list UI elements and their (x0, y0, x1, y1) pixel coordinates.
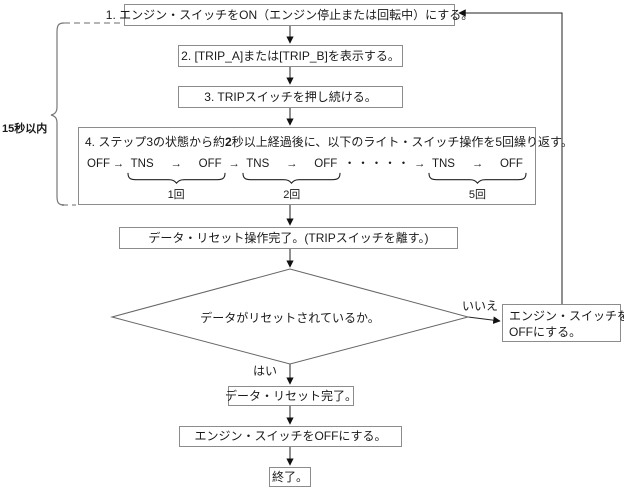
step4-title: 4. ステップ3の状態から約2秒以上経過後に、以下のライト・スイッチ操作を5回繰… (85, 133, 573, 150)
cycle-count: 2回 (283, 189, 301, 201)
step4-title-prefix: 4. ステップ3の状態から約 (85, 135, 226, 149)
switch-cycle-group-2: TNS → OFF 2回 (242, 157, 341, 202)
end-text: 終了。 (271, 469, 308, 484)
process-box-step3: 3. TRIPスイッチを押し続ける。 (178, 86, 403, 108)
step7-text: エンジン・スイッチをOFFにする。 (194, 429, 387, 444)
process-box-step5: データ・リセット操作完了。(TRIPスイッチを離す。) (119, 227, 458, 249)
switch-cycle-group-1: TNS → OFF 1回 (127, 157, 226, 202)
step3-text: 3. TRIPスイッチを押し続ける。 (204, 89, 377, 104)
cycle-arrow: → (170, 158, 182, 170)
timer-brace (50, 22, 65, 206)
decision-no-label: いいえ (462, 299, 499, 313)
cycle-a: TNS (130, 158, 154, 170)
no-box-line1: エンジン・スイッチを (509, 309, 624, 323)
step1-text: 1. エンジン・スイッチをON（エンジン停止または回転中）にする。 (105, 7, 474, 22)
connector-decision-no-box (467, 316, 501, 324)
cycle-arrow: → (471, 158, 484, 170)
no-box-line2: OFFにする。 (509, 325, 582, 340)
decision-text: データがリセットされているか。 (200, 311, 380, 325)
process-box-step2: 2. [TRIP_A]または[TRIP_B]を表示する。 (178, 45, 403, 67)
cycle-a: TNS (246, 158, 270, 170)
process-box-engine-off-retry: エンジン・スイッチを OFFにする。 (502, 304, 624, 342)
cycle-pair: TNS → OFF (242, 157, 341, 171)
process-box-step7: エンジン・スイッチをOFFにする。 (179, 426, 402, 447)
step4-title-bold: 2 (225, 135, 232, 149)
underbrace-icon (127, 172, 226, 184)
cycle-count: 5回 (468, 189, 486, 201)
cycle-a: TNS (431, 158, 455, 170)
step5-text: データ・リセット操作完了。(TRIPスイッチを離す。) (148, 230, 429, 245)
process-box-step1: 1. エンジン・スイッチをON（エンジン停止または回転中）にする。 (106, 4, 473, 26)
cycle-pair: TNS → OFF (428, 157, 527, 171)
step2-text: 2. [TRIP_A]または[TRIP_B]を表示する。 (181, 48, 400, 63)
seq-arrow: → (413, 158, 426, 170)
seq-ellipsis: ・・・・・ (343, 158, 412, 170)
process-box-step6: データ・リセット完了。 (225, 386, 358, 406)
cycle-b: OFF (198, 158, 222, 170)
switch-cycle-group-5: TNS → OFF 5回 (428, 157, 527, 202)
cycle-b: OFF (314, 158, 338, 170)
cycle-pair: TNS → OFF (127, 157, 226, 171)
step4-title-suffix: 秒以上経過後に、以下のライト・スイッチ操作を5回繰り返す。 (231, 135, 573, 149)
step6-text: データ・リセット完了。 (225, 388, 358, 403)
timer-label: 15秒以内 (2, 120, 47, 136)
process-box-step4: 4. ステップ3の状態から約2秒以上経過後に、以下のライト・スイッチ操作を5回繰… (78, 127, 573, 205)
timer-label-rest: 秒以内 (14, 123, 48, 135)
cycle-arrow: → (286, 158, 298, 170)
process-box-end: 終了。 (269, 467, 311, 487)
connector-no-box-step1 (458, 9, 563, 304)
timer-label-bold: 15 (2, 123, 15, 135)
seq-start: OFF (87, 158, 110, 170)
decision-diamond (110, 268, 470, 365)
underbrace-icon (242, 172, 341, 184)
cycle-count: 1回 (167, 189, 185, 201)
seq-arrow: → (112, 158, 125, 170)
decision-yes-label: はい (253, 364, 278, 378)
underbrace-icon (428, 172, 527, 184)
switch-sequence: OFF → TNS → OFF 1回 → TNS → OFF (87, 157, 527, 202)
seq-arrow: → (228, 158, 240, 170)
cycle-b: OFF (499, 158, 523, 170)
